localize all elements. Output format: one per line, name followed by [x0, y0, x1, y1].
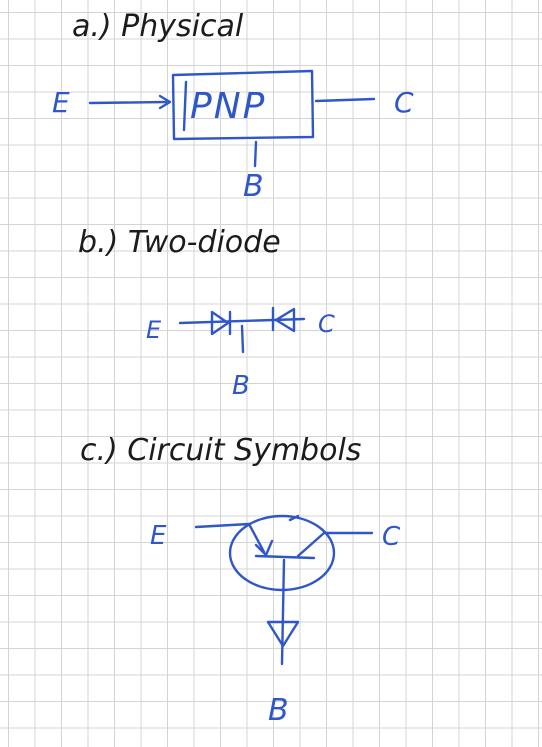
circuit-base-bar: [254, 554, 316, 560]
section-circuit-symbol: c.) Circuit Symbols E C B: [80, 433, 401, 728]
section-physical: a.) Physical E PNP C B: [52, 9, 414, 204]
circuit-emitter-label: E: [150, 521, 167, 551]
circuit-base-label: B: [268, 693, 289, 728]
two-diode-emitter-label: E: [146, 316, 162, 344]
section-two-diode: b.) Two-diode E C B: [78, 225, 335, 401]
two-diode-collector-diode-icon: [274, 307, 296, 333]
physical-pnp-label: PNP: [190, 86, 266, 127]
two-diode-base-lead: [240, 324, 245, 354]
physical-pnp-block: [171, 69, 315, 141]
heading-circuit-symbol: c.) Circuit Symbols: [80, 433, 361, 468]
physical-block-inner-bar: [182, 80, 188, 132]
physical-emitter-tick: [158, 94, 172, 110]
two-diode-main-wire: [178, 317, 306, 325]
two-diode-collector-label: C: [318, 310, 335, 338]
physical-base-label: B: [243, 169, 264, 204]
physical-collector-lead: [314, 97, 376, 103]
circuit-emitter-arrow-icon: [254, 539, 274, 557]
two-diode-emitter-diode-icon: [210, 310, 230, 336]
heading-physical: a.) Physical: [72, 9, 244, 44]
circuit-collector-lead: [296, 531, 374, 558]
circuit-collector-label: C: [382, 522, 401, 552]
physical-base-lead: [253, 140, 258, 168]
circuit-base-lead: [280, 558, 286, 666]
heading-two-diode: b.) Two-diode: [78, 225, 281, 260]
circuit-envelope-tick: [288, 514, 300, 522]
circuit-base-arrow-icon: [266, 620, 300, 648]
two-diode-base-label: B: [232, 371, 250, 401]
physical-collector-label: C: [394, 86, 414, 119]
physical-emitter-lead: [88, 100, 168, 105]
physical-emitter-label: E: [52, 86, 70, 119]
circuit-transistor-envelope: [228, 514, 336, 592]
